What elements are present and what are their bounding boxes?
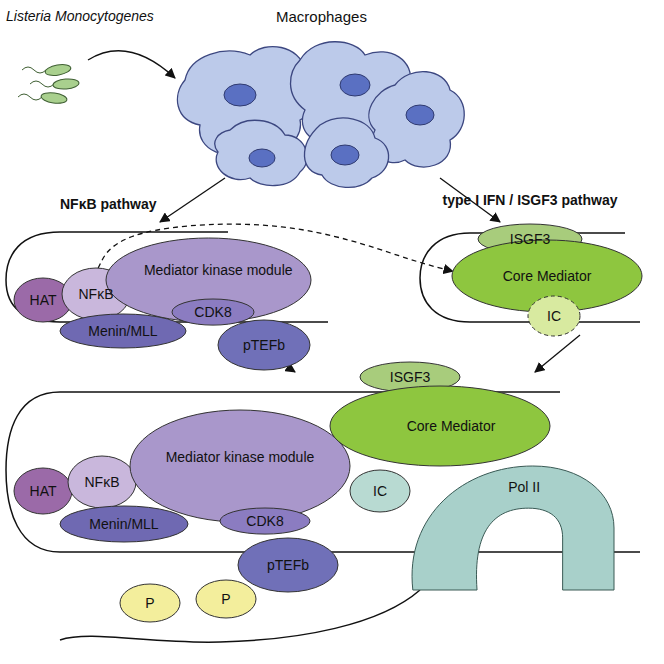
polymerase-shape-outline [400,466,614,590]
ellipse-outline [528,296,580,336]
ellipse-outline [350,470,410,512]
polymerase-outline [412,466,614,590]
ellipse-outline [68,456,136,508]
node-label: IC [373,483,387,499]
ellipse-outline [330,386,550,466]
infection-arrow [88,51,175,78]
kinase-ellipse: CDK8 [220,508,310,534]
node-label: HAT [30,292,57,308]
node-label: pTEFb [267,557,309,573]
node-label: Menin/MLL [88,323,157,339]
node-label: CDK8 [194,304,231,320]
phosphate-ellipse: P [196,580,256,618]
ellipse-outline [196,580,256,618]
macrophage-nuclei [224,74,434,167]
complex-ellipse-outline [130,410,350,522]
macrophage-cells [177,42,464,188]
complex-ellipse: Menin/MLL [60,314,186,348]
node-label: Mediator kinase module [165,449,315,465]
node-label: Core Mediator [407,418,496,434]
ellipse-outline [14,468,72,514]
figure-label: Listeria Monocytogenes [6,8,154,25]
bacteria [18,63,79,105]
ellipse-outline [238,538,338,592]
kinase-ellipse: CDK8 [172,299,254,325]
merge-arrow [535,335,580,372]
node-label: Core Mediator [503,268,592,284]
node-label: pTEFb [243,337,285,353]
pathway-label: type I IFN / ISGF3 pathway [440,192,620,209]
ellipse-outline [172,299,254,325]
ellipse-outline [220,508,310,534]
pathway-label: NFκB pathway [60,196,156,213]
node-label: CDK8 [246,513,283,529]
phosphate-ellipse: P [120,584,180,622]
node-label: Pol II [508,479,540,495]
complex-ellipse: pTEFb [218,320,310,370]
node-label: P [145,595,154,611]
ellipse-outline [60,506,188,542]
complex-ellipse: pTEFb [238,538,338,592]
complex-ellipse: Menin/MLL [60,506,188,542]
node-label: ISGF3 [510,231,550,247]
ellipse-outline [120,584,180,622]
complex-ellipse: Mediator kinase module [130,410,350,522]
dashed-ellipse: IC [528,296,580,336]
factor-ellipse: NFκB [68,456,136,508]
node-label: NFκB [85,474,120,490]
node-label: Menin/MLL [89,516,158,532]
enzyme-ellipse: HAT [14,468,72,514]
node-label: P [221,591,230,607]
ellipse-outline [130,410,350,522]
node-label: Mediator kinase module [143,262,293,278]
node-label: IC [547,308,561,324]
node-label: ISGF3 [390,369,430,385]
ellipse-outline [60,314,186,348]
pathway-arrow [160,178,225,222]
ellipse-outline [106,238,311,322]
ellipse-outline [218,320,310,370]
polymerase-shape: Pol II [400,466,614,590]
complex-ellipse: Core Mediator [330,386,550,466]
nucleus-outline [6,232,328,322]
node-label: NFκB [79,286,114,302]
complex-ellipse: IC [350,470,410,512]
node-label: HAT [30,483,57,499]
figure-label: Macrophages [276,8,367,26]
